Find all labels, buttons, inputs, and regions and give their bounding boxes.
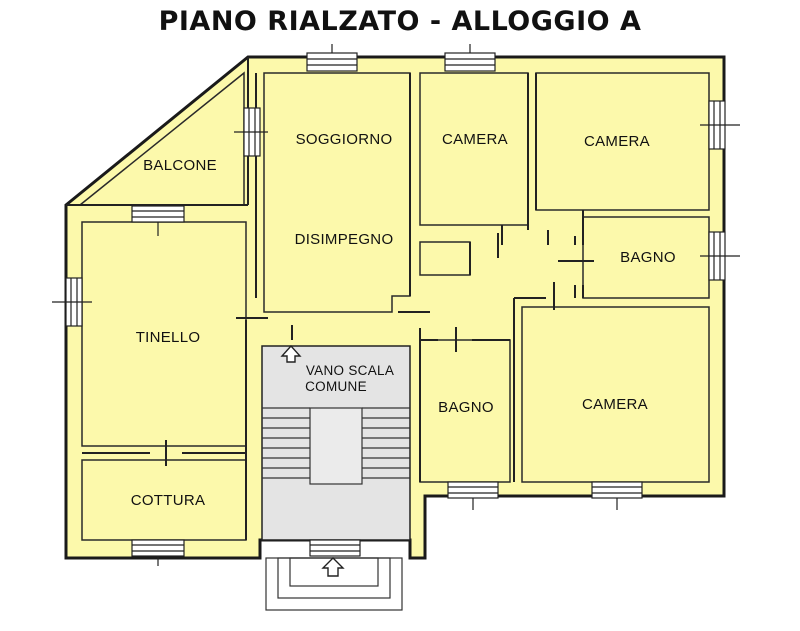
stairwell xyxy=(261,345,411,541)
window-icon xyxy=(309,539,361,557)
door-markers xyxy=(165,225,594,466)
balcone-area xyxy=(77,71,245,206)
label-balcone: BALCONE xyxy=(143,157,217,174)
plan-title: PIANO RIALZATO - ALLOGGIO A xyxy=(158,6,642,37)
interior-walls xyxy=(66,57,584,540)
label-camera-top-middle: CAMERA xyxy=(442,131,508,148)
label-bagno-middle: BAGNO xyxy=(438,399,494,416)
soggiorno-area xyxy=(263,72,411,313)
label-disimpegno: DISIMPEGNO xyxy=(295,231,394,248)
windows xyxy=(52,44,740,566)
camera-bottom-right-area xyxy=(521,306,710,483)
window-icon xyxy=(700,231,740,281)
window-icon xyxy=(306,44,358,72)
window-icon xyxy=(234,107,268,157)
stair-steps xyxy=(262,407,410,485)
label-soggiorno: SOGGIORNO xyxy=(296,131,393,148)
label-comune: COMUNE xyxy=(305,379,367,394)
closet-area xyxy=(419,241,471,276)
arrow-up-icon xyxy=(280,344,302,363)
camera-top-middle-area xyxy=(419,72,529,226)
label-vano-scala: VANO SCALA xyxy=(306,363,394,378)
window-icon xyxy=(447,481,499,510)
label-camera-bottom-right: CAMERA xyxy=(582,396,648,413)
window-icon xyxy=(444,44,496,72)
arrow-up-icon xyxy=(321,557,345,577)
label-tinello: TINELLO xyxy=(136,329,201,346)
label-camera-top-right: CAMERA xyxy=(584,133,650,150)
window-icon xyxy=(131,205,185,236)
window-icon xyxy=(52,277,92,327)
entrance-steps xyxy=(265,557,403,611)
label-bagno-right: BAGNO xyxy=(620,249,676,266)
label-cottura: COTTURA xyxy=(131,492,206,509)
window-icon xyxy=(591,481,643,510)
window-icon xyxy=(131,539,185,566)
window-icon xyxy=(700,100,740,150)
room-outlines xyxy=(77,71,710,541)
bagno-right-area xyxy=(582,216,710,299)
